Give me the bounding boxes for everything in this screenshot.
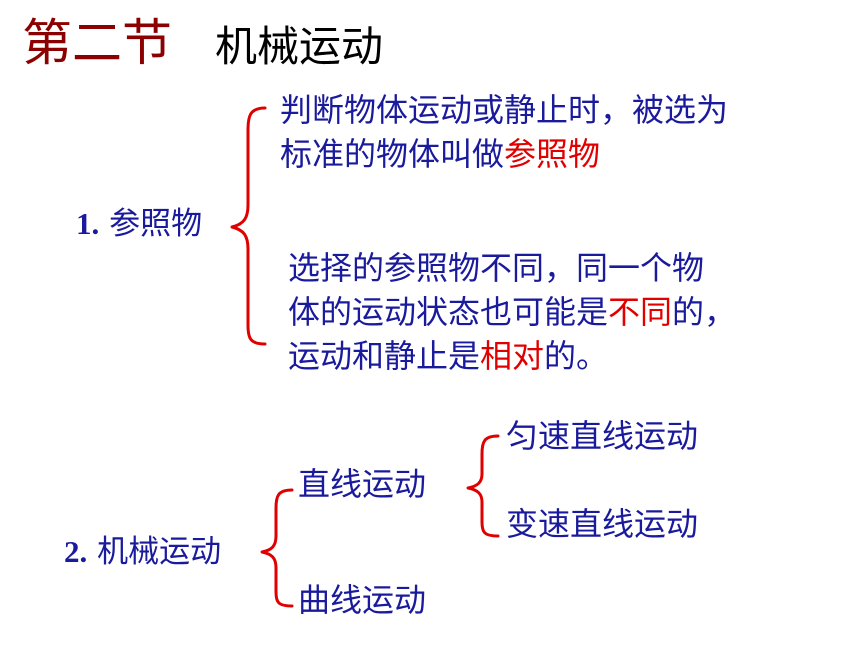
brace-linear (466, 434, 500, 538)
definition-line-2: 标准的物体叫做参照物 (280, 132, 728, 176)
relativity-highlight-different: 不同 (608, 293, 673, 331)
relativity-line-3: 运动和静止是相对的。 (288, 334, 736, 378)
point2-label: 2. 机械运动 (64, 536, 221, 568)
relativity-line-3-text: 运动和静止是 (288, 337, 481, 375)
point2-term: 机械运动 (97, 534, 222, 570)
relativity-line-1: 选择的参照物不同，同一个物 (288, 249, 705, 287)
branch-linear-motion: 直线运动 (298, 465, 427, 503)
branch-uniform-linear-motion: 匀速直线运动 (506, 417, 699, 455)
definition-line-2-text: 标准的物体叫做 (280, 135, 505, 173)
point2-number: 2. (64, 534, 88, 569)
reference-definition: 判断物体运动或静止时，被选为 标准的物体叫做参照物 (280, 88, 728, 176)
definition-line-1: 判断物体运动或静止时，被选为 (280, 91, 729, 129)
topic-title: 机械运动 (215, 22, 384, 71)
brace-point1 (230, 106, 267, 346)
relativity-line-3-suffix: 的。 (544, 337, 609, 375)
section-title: 第二节 (22, 14, 172, 72)
branch-variable-linear-motion: 变速直线运动 (506, 505, 699, 543)
relativity-line-2-text: 体的运动状态也可能是 (288, 293, 609, 331)
point1-label: 1. 参照物 (76, 208, 202, 240)
relativity-statement: 选择的参照物不同，同一个物 体的运动状态也可能是不同的， 运动和静止是相对的。 (288, 246, 736, 378)
relativity-highlight-relative: 相对 (480, 337, 545, 375)
relativity-line-2-suffix: 的， (672, 293, 737, 331)
branch-curved-motion: 曲线运动 (298, 581, 427, 619)
definition-highlight: 参照物 (504, 135, 601, 173)
brace-point2 (260, 488, 294, 608)
relativity-line-2: 体的运动状态也可能是不同的， (288, 290, 736, 334)
point1-number: 1. (76, 206, 100, 241)
point1-term: 参照物 (109, 206, 203, 242)
